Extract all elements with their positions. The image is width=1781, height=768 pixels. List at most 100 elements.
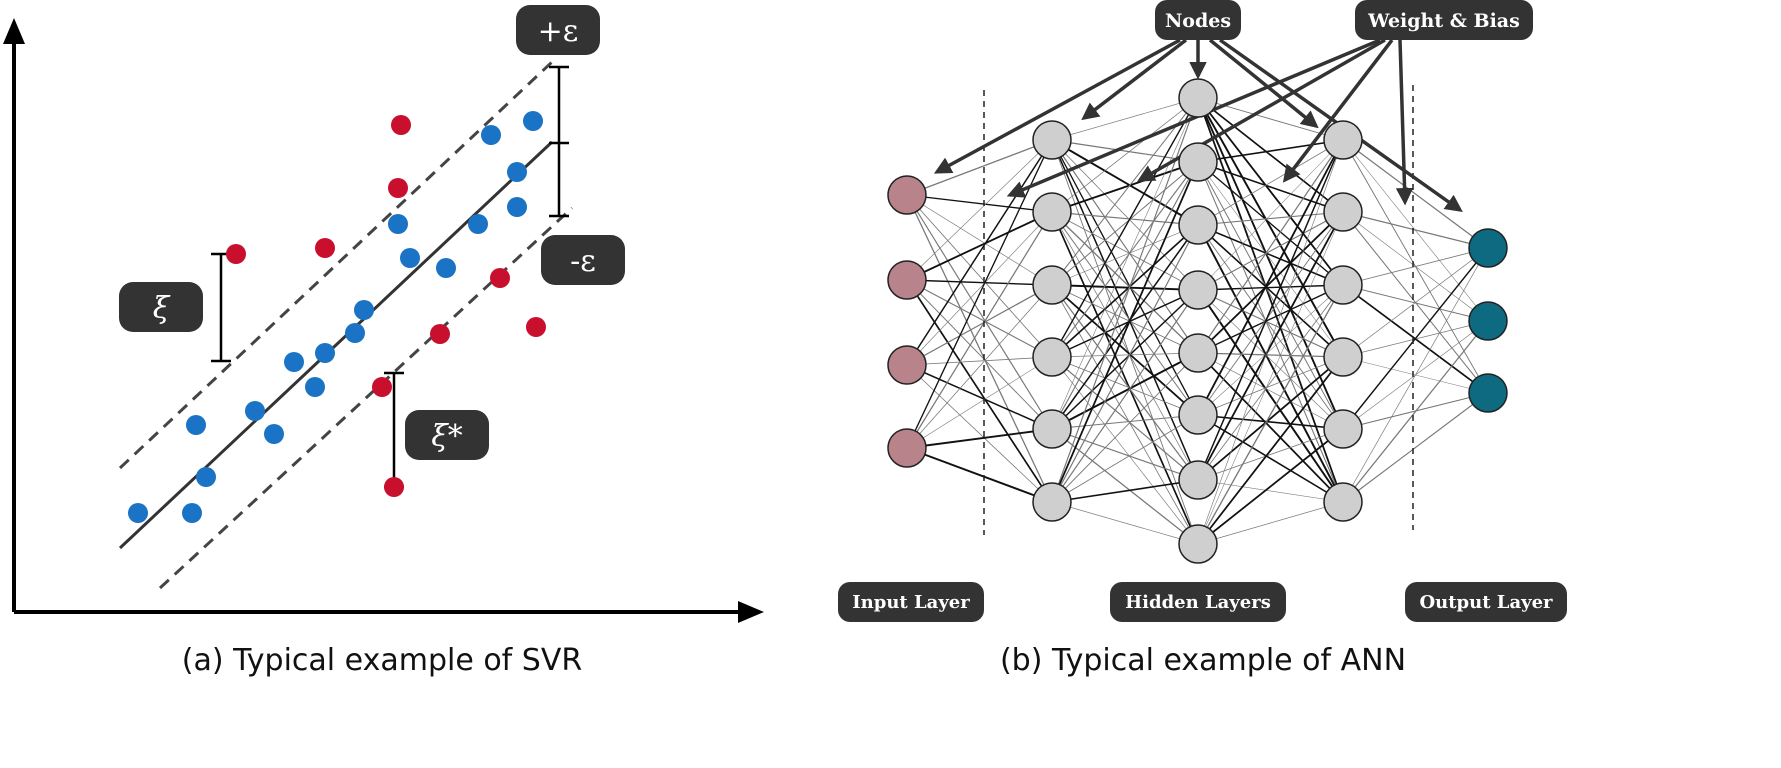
connection-edge [1197, 139, 1344, 545]
connection-edge [1051, 211, 1199, 226]
connection-edge [906, 139, 1053, 366]
connection-edge [1197, 211, 1344, 481]
connection-edge [1051, 224, 1199, 286]
input-node [887, 175, 927, 215]
hidden-node [1178, 142, 1218, 182]
connection-edge [1197, 161, 1344, 358]
connection-edge [1051, 414, 1199, 503]
connection-edge [906, 194, 1053, 286]
connection-edge [906, 364, 1053, 430]
inlier-point [284, 352, 304, 372]
connection-edge [1197, 356, 1344, 481]
connection-edge [1051, 97, 1199, 503]
connection-edge [1197, 352, 1344, 430]
ann-caption: (b) Typical example of ANN [1000, 643, 1406, 678]
svg-text:Input Layer: Input Layer [852, 592, 970, 613]
hidden-node [1178, 205, 1218, 245]
connection-edge [1051, 289, 1199, 358]
inlier-point [315, 343, 335, 363]
hidden-node [1178, 333, 1218, 373]
connection-edge [1051, 211, 1199, 416]
connection-edge [1342, 247, 1489, 503]
inlier-point [182, 503, 202, 523]
connection-edge [1051, 139, 1199, 163]
hidden-node [1323, 409, 1363, 449]
connection-edge [906, 211, 1053, 449]
output-layer-label: Output Layer [1405, 582, 1567, 622]
hidden-node [1032, 265, 1072, 305]
connection-edge [906, 447, 1053, 503]
connection-edge [1051, 428, 1199, 481]
connection-edge [1051, 139, 1199, 545]
connection-edge [1197, 211, 1344, 291]
connection-edge [906, 194, 1053, 430]
xi-bracket [211, 252, 231, 363]
connection-edge [906, 284, 1053, 449]
connection-edge [1197, 284, 1344, 416]
connection-edge [906, 194, 1053, 213]
connection-edge [906, 279, 1053, 358]
connection-edge [1051, 139, 1199, 481]
outlier-point [372, 377, 392, 397]
xi-star-label: ξ* [405, 410, 489, 460]
connection-edge [1051, 139, 1199, 291]
connection-edge [1197, 97, 1344, 286]
connection-edge [1342, 211, 1489, 249]
connection-edge [1197, 224, 1344, 503]
connection-edge [1051, 356, 1199, 545]
connection-edge [1197, 211, 1344, 354]
connection-edge [906, 211, 1053, 281]
connection-edge [1197, 97, 1344, 213]
svg-text:Weight & Bias: Weight & Bias [1367, 10, 1520, 32]
inlier-point [345, 323, 365, 343]
connection-edge [1197, 161, 1344, 503]
connection-edge [1197, 428, 1344, 481]
connection-edge [1342, 392, 1489, 503]
nodes-arrow [933, 38, 1181, 174]
connection-edge [1197, 352, 1344, 358]
connection-edge [1051, 139, 1199, 354]
connection-edge [1051, 284, 1199, 291]
output-node [1468, 228, 1508, 268]
connection-edge [906, 139, 1053, 281]
inlier-point [245, 401, 265, 421]
xi-label: ξ [119, 282, 203, 332]
minus-epsilon-label: -ε [541, 235, 625, 285]
connection-edge [906, 211, 1053, 366]
svr-caption: (a) Typical example of SVR [182, 643, 582, 678]
connection-edge [906, 284, 1053, 366]
hidden-node [1032, 409, 1072, 449]
outlier-point [388, 178, 408, 198]
hidden-node [1032, 482, 1072, 522]
connection-edge [1051, 97, 1199, 141]
epsilon-bracket [549, 65, 569, 218]
connection-edge [906, 139, 1053, 196]
ann-nodes [887, 78, 1508, 564]
plus-epsilon-label: +ε [516, 5, 600, 55]
svr-panel: +ε -ε ξ ξ* (a) Typical example of SVR [3, 5, 764, 678]
connection-edge [906, 279, 1053, 503]
svg-text:Hidden Layers: Hidden Layers [1125, 592, 1271, 613]
svg-text:+ε: +ε [538, 14, 579, 49]
inlier-point [507, 197, 527, 217]
connection-edge [1051, 97, 1199, 358]
hidden-node [1178, 270, 1218, 310]
connection-edge [1342, 247, 1489, 286]
connection-edge [1051, 289, 1199, 430]
connection-edge [906, 194, 1053, 503]
connection-edge [1197, 428, 1344, 545]
connection-edge [1197, 97, 1344, 430]
connection-edge [906, 364, 1053, 503]
hidden-node [1323, 120, 1363, 160]
hidden-node [1032, 337, 1072, 377]
connection-edge [1197, 479, 1344, 503]
connection-edge [1342, 247, 1489, 430]
connection-edge [1051, 414, 1199, 430]
weight-bias-arrow [1282, 38, 1394, 183]
connection-edge [1197, 352, 1344, 503]
inlier-point [196, 467, 216, 487]
connection-edge [1197, 139, 1344, 291]
connection-edge [1197, 284, 1344, 291]
outlier-points [226, 115, 546, 497]
inlier-point [305, 377, 325, 397]
